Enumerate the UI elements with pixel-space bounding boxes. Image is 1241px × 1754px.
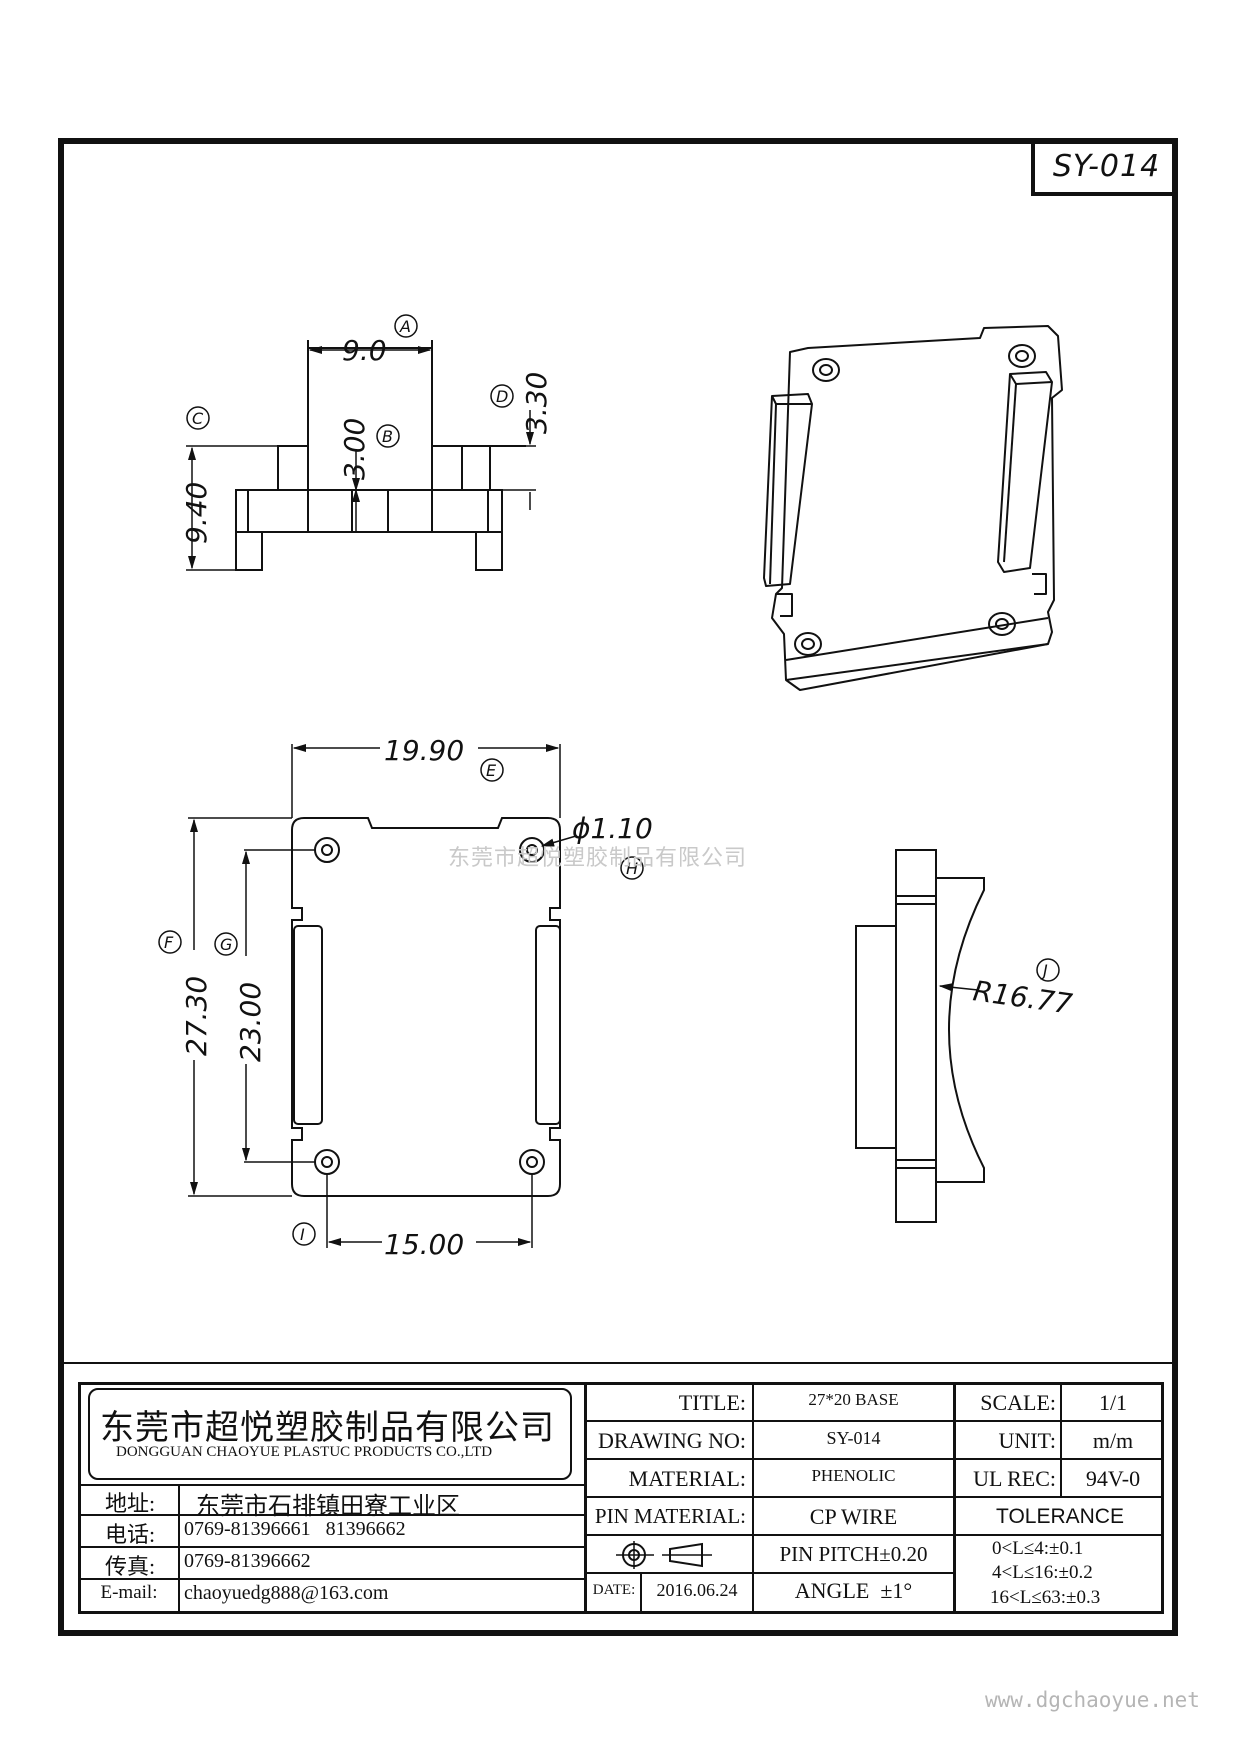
tag-h: H: [620, 856, 644, 880]
pin-pitch-value: PIN PITCH±0.20: [779, 1542, 928, 1566]
unit-value: m/m: [1092, 1428, 1134, 1453]
isometric-view: [763, 325, 1063, 691]
front-view: [186, 340, 536, 571]
dim-f-label: 27.30: [180, 976, 213, 1056]
side-view: [855, 849, 985, 1223]
dim-c-label: 9.40: [180, 482, 213, 544]
drawing-sheet-border: [58, 138, 1178, 1636]
tag-d: D: [490, 384, 514, 408]
dim-i-label: 15.00: [384, 1228, 464, 1261]
angle-value: ANGLE ±1°: [794, 1578, 913, 1603]
tag-e: E: [480, 758, 504, 782]
drawing-no-label: DRAWING NO:: [598, 1428, 746, 1453]
dim-a-label: 9.0: [342, 334, 387, 367]
tag-c: C: [186, 406, 210, 430]
svg-text:C: C: [192, 409, 204, 428]
address-value: 东莞市石排镇田寮工业区: [196, 1494, 460, 1520]
svg-text:B: B: [382, 427, 393, 446]
date-value: 2016.06.24: [656, 1580, 738, 1600]
dim-d-label: 3.30: [520, 372, 553, 434]
svg-text:F: F: [164, 933, 174, 952]
svg-text:I: I: [300, 1225, 305, 1244]
svg-text:G: G: [220, 935, 232, 954]
fax-label: 传真:: [104, 1554, 156, 1579]
tel-value: 0769-81396661 81396662: [184, 1518, 406, 1540]
title-label: TITLE:: [678, 1390, 746, 1415]
pin-material-label: PIN MATERIAL:: [594, 1504, 746, 1528]
svg-text:D: D: [496, 387, 508, 406]
dim-e-label: 19.90: [384, 734, 464, 767]
title-value: 27*20 BASE: [808, 1390, 899, 1409]
unit-label: UNIT:: [998, 1428, 1056, 1453]
tel-label: 电话:: [104, 1522, 156, 1547]
drawing-no-value: SY-014: [826, 1428, 881, 1448]
tolerance-row-1: 0<L≤4:±0.1: [992, 1538, 1084, 1559]
scale-value: 1/1: [1098, 1390, 1128, 1415]
tolerance-row-2: 4<L≤16:±0.2: [992, 1562, 1093, 1583]
dim-g-label: 23.00: [234, 982, 267, 1062]
ul-rec-value: 94V-0: [1085, 1466, 1141, 1491]
svg-text:J: J: [1040, 961, 1048, 980]
email-value: chaoyuedg888@163.com: [184, 1582, 389, 1604]
address-label: 地址:: [104, 1491, 156, 1516]
watermark-text: 东莞市超悦塑胶制品有限公司: [448, 846, 748, 871]
tolerance-row-3: 16<L≤63:±0.3: [990, 1587, 1101, 1608]
company-name-box: 东莞市超悦塑胶制品有限公司 DONGGUAN CHAOYUE PLASTUC P…: [88, 1388, 572, 1480]
material-label: MATERIAL:: [628, 1466, 746, 1491]
tag-a: A: [394, 314, 418, 338]
material-value: PHENOLIC: [811, 1466, 896, 1485]
tag-f: F: [158, 930, 182, 954]
dim-j-label: R16.77: [971, 974, 1074, 1021]
svg-text:H: H: [626, 859, 638, 878]
pin-material-value: CP WIRE: [809, 1504, 898, 1529]
tag-j: J: [1036, 958, 1060, 982]
ul-rec-label: UL REC:: [973, 1466, 1056, 1491]
tag-b: B: [376, 424, 400, 448]
scale-label: SCALE:: [980, 1390, 1056, 1415]
dim-h-label: ϕ1.10: [572, 812, 653, 845]
tag-i: I: [292, 1222, 316, 1246]
drawing-number-box: SY-014: [1031, 140, 1178, 196]
fax-value: 0769-81396662: [184, 1550, 311, 1572]
tag-g: G: [214, 932, 238, 956]
date-label: DATE:: [592, 1582, 636, 1598]
svg-text:A: A: [399, 317, 411, 336]
email-label: E-mail:: [100, 1582, 158, 1603]
company-name-en: DONGGUAN CHAOYUE PLASTUC PRODUCTS CO.,LT…: [116, 1444, 493, 1460]
svg-text:E: E: [486, 761, 497, 780]
company-name-cn: 东莞市超悦塑胶制品有限公司: [100, 1410, 555, 1447]
projection-symbol-icon: [616, 1541, 712, 1569]
website-url[interactable]: www.dgchaoyue.net: [985, 1688, 1200, 1712]
tolerance-label: TOLERANCE: [996, 1505, 1124, 1528]
dim-b-label: 3.00: [338, 418, 371, 480]
